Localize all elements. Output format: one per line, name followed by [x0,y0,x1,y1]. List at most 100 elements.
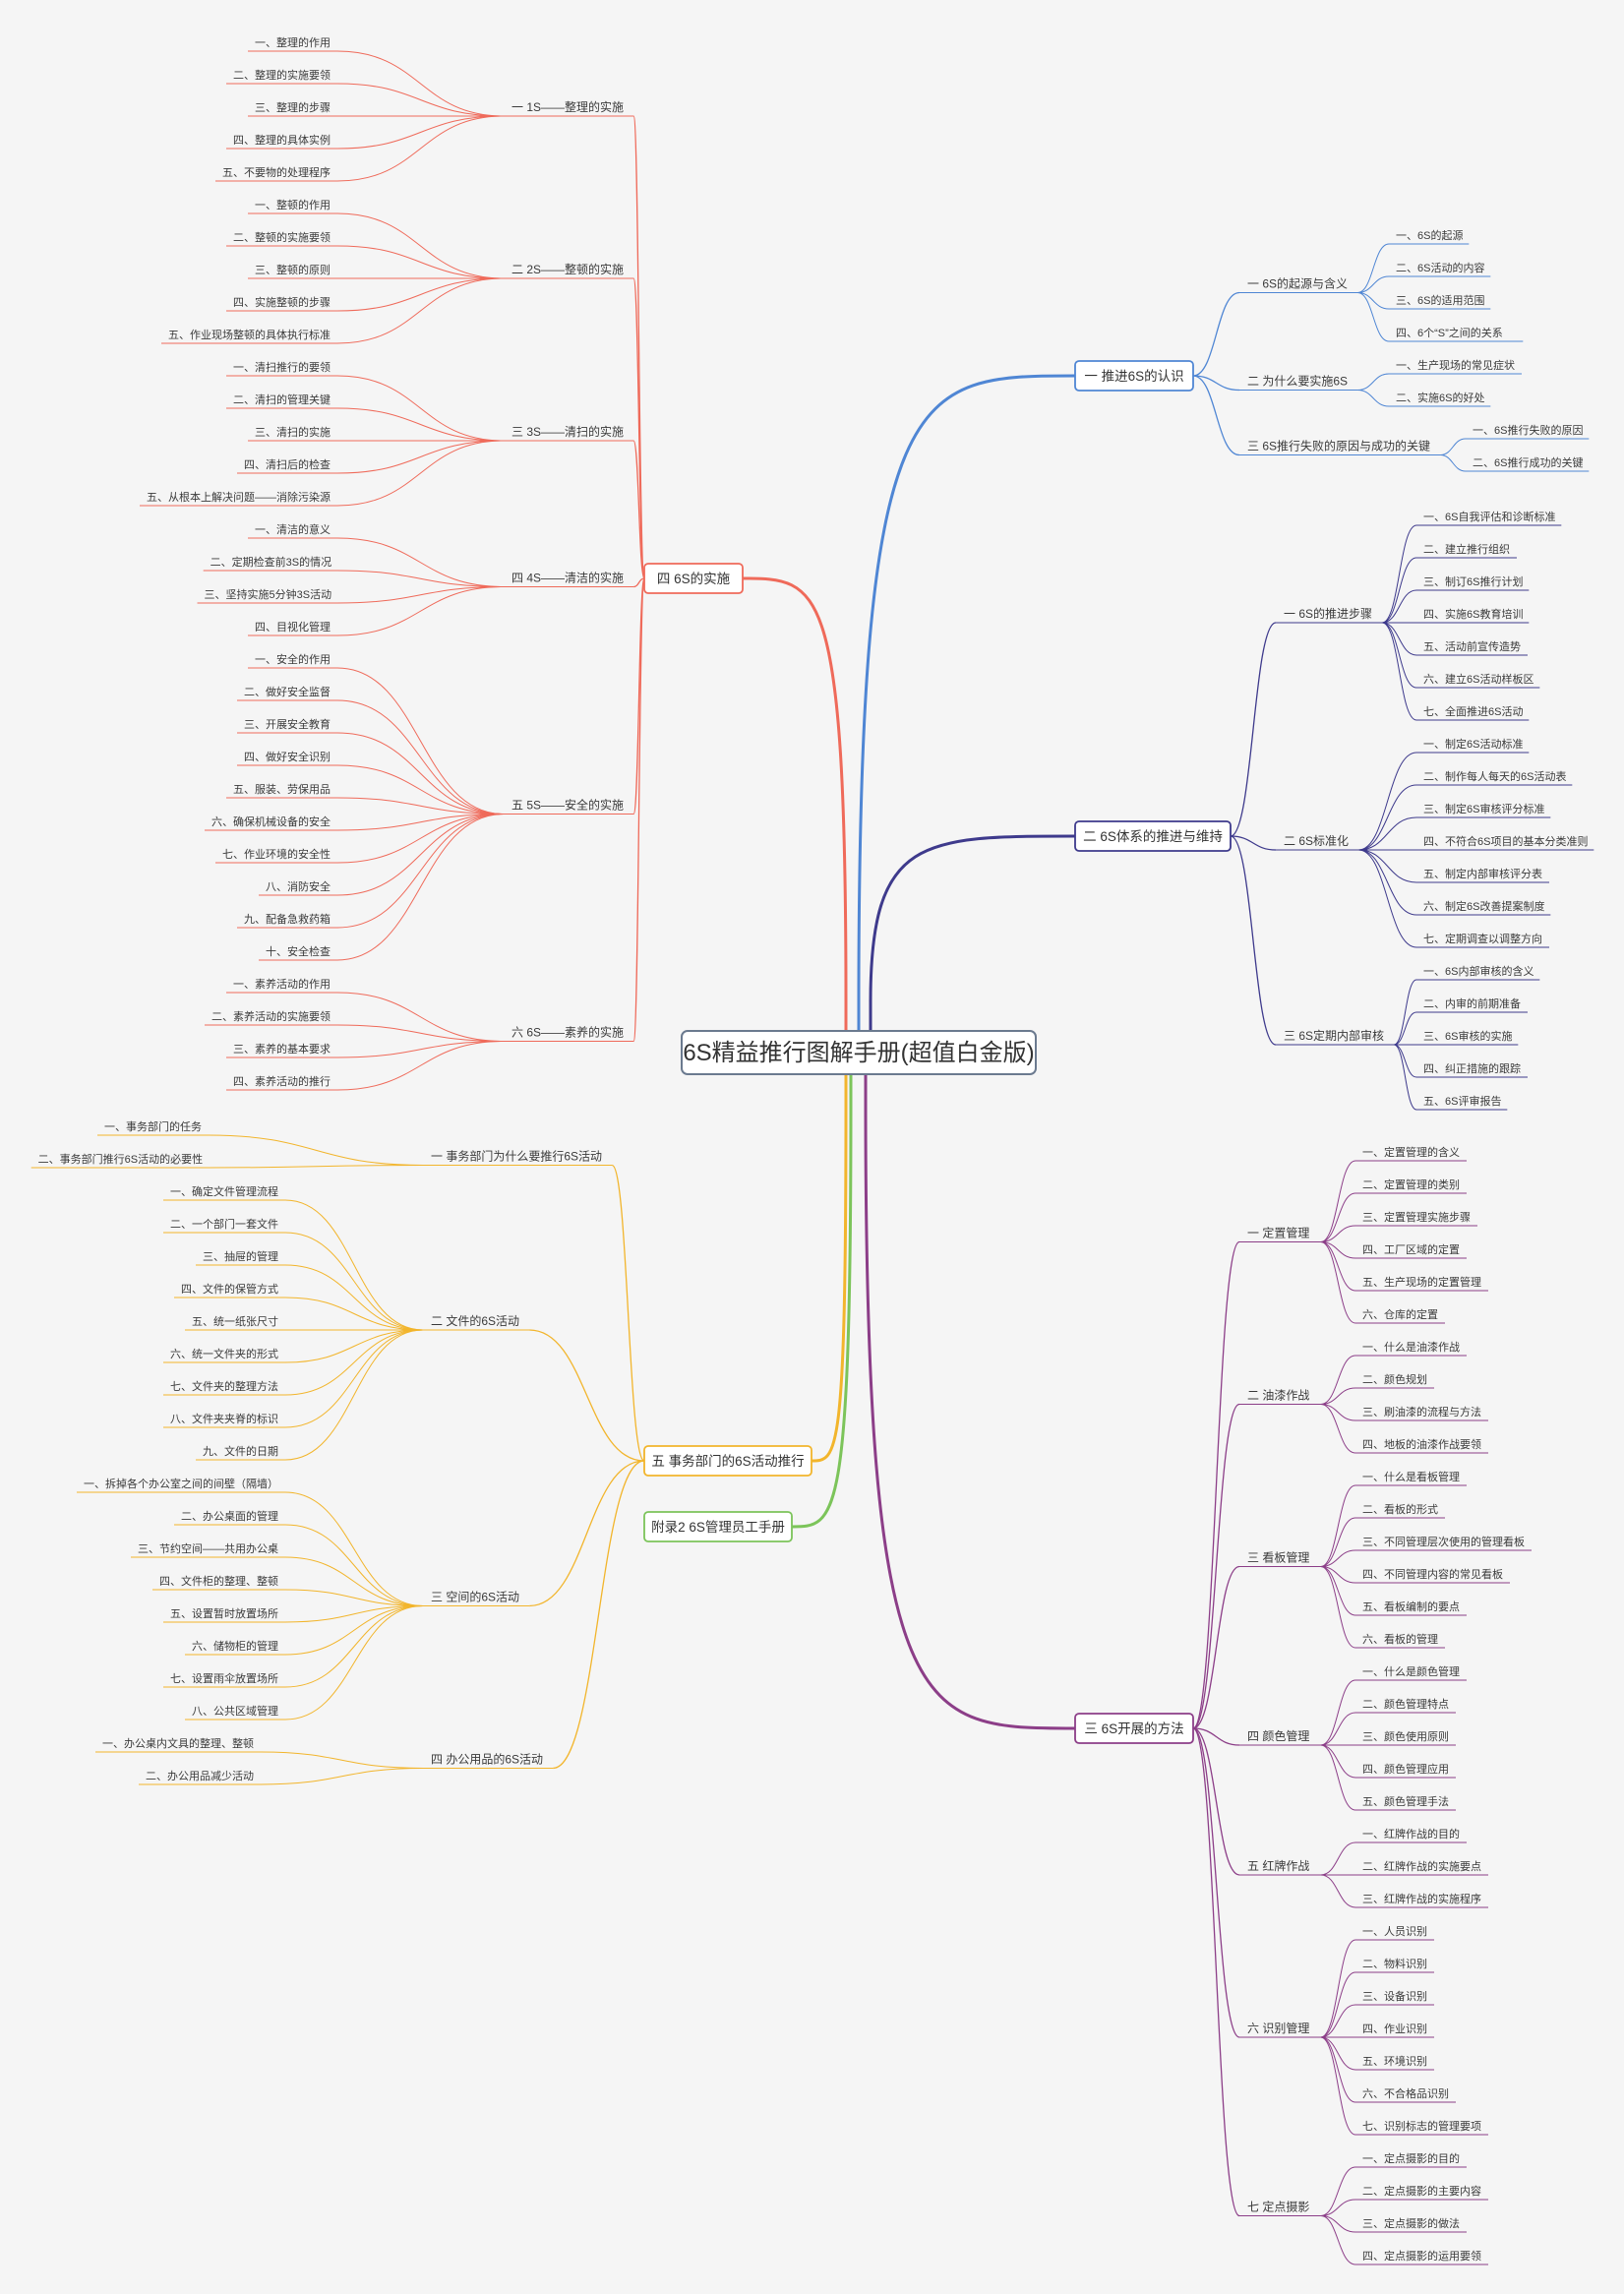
leaf-node-label[interactable]: 一、制定6S活动标准 [1423,737,1523,751]
sub-branch[interactable]: 五 5S——安全的实施 [511,798,624,813]
leaf-node-label[interactable]: 四、不符合6S项目的基本分类准则 [1423,834,1588,848]
leaf-node-label[interactable]: 一、人员识别 [1362,1925,1427,1938]
leaf-node-label[interactable]: 六、制定6S改善提案制度 [1423,899,1544,913]
leaf-node-label[interactable]: 一、6S自我评估和诊断标准 [1423,510,1555,523]
leaf-node-label[interactable]: 二、红牌作战的实施要点 [1362,1859,1481,1873]
sub-branch[interactable]: 四 4S——清洁的实施 [511,571,624,585]
leaf-node-label[interactable]: 四、地板的油漆作战要领 [1362,1437,1481,1451]
leaf-node-label[interactable]: 八、文件夹夹脊的标识 [170,1412,278,1425]
sub-branch[interactable]: 六 6S——素养的实施 [511,1025,624,1040]
sub-branch[interactable]: 三 6S推行失败的原因与成功的关键 [1247,439,1430,453]
leaf-node-label[interactable]: 一、清扫推行的要领 [233,360,331,374]
leaf-node-label[interactable]: 一、事务部门的任务 [104,1119,202,1133]
sub-branch[interactable]: 二 2S——整顿的实施 [511,262,624,276]
leaf-node-label[interactable]: 四、做好安全识别 [244,750,331,763]
leaf-node-label[interactable]: 五、服装、劳保用品 [233,782,331,796]
leaf-node-label[interactable]: 七、识别标志的管理要项 [1362,2119,1481,2133]
leaf-node-label[interactable]: 二、颜色规划 [1362,1372,1427,1386]
leaf-node-label[interactable]: 四、实施6S教育培训 [1423,607,1523,621]
sub-branch[interactable]: 一 定置管理 [1247,1226,1309,1240]
leaf-node-label[interactable]: 三、制订6S推行计划 [1423,574,1523,588]
leaf-node-label[interactable]: 三、抽屉的管理 [203,1249,278,1263]
main-branch-l1[interactable]: 四 6S的实施 [643,563,744,594]
leaf-node-label[interactable]: 一、拆掉各个办公室之间的间壁（隔墙） [84,1477,278,1490]
leaf-node-label[interactable]: 二、实施6S的好处 [1396,391,1484,404]
leaf-node-label[interactable]: 四、清扫后的检查 [244,457,331,471]
leaf-node-label[interactable]: 四、文件柜的整理、整顿 [159,1574,278,1588]
leaf-node-label[interactable]: 五、看板编制的要点 [1362,1600,1460,1613]
leaf-node-label[interactable]: 三、节约空间——共用办公桌 [138,1541,278,1555]
sub-branch[interactable]: 四 颜色管理 [1247,1728,1309,1743]
leaf-node-label[interactable]: 四、纠正措施的跟踪 [1423,1061,1521,1075]
sub-branch[interactable]: 一 事务部门为什么要推行6S活动 [431,1149,602,1164]
leaf-node-label[interactable]: 三、定置管理实施步骤 [1362,1210,1471,1224]
leaf-node-label[interactable]: 二、6S活动的内容 [1396,261,1484,274]
leaf-node-label[interactable]: 一、6S推行失败的原因 [1473,423,1583,437]
leaf-node-label[interactable]: 三、定点摄影的做法 [1362,2216,1460,2230]
leaf-node-label[interactable]: 六、确保机械设备的安全 [211,815,331,828]
leaf-node-label[interactable]: 二、颜色管理特点 [1362,1697,1449,1711]
leaf-node-label[interactable]: 八、公共区域管理 [192,1704,278,1718]
leaf-node-label[interactable]: 四、工厂区域的定置 [1362,1242,1460,1256]
leaf-node-label[interactable]: 四、目视化管理 [255,620,331,634]
leaf-node-label[interactable]: 二、制作每人每天的6S活动表 [1423,769,1566,783]
leaf-node-label[interactable]: 三、制定6S审核评分标准 [1423,802,1544,815]
leaf-node-label[interactable]: 五、设置暂时放置场所 [170,1606,278,1620]
leaf-node-label[interactable]: 四、文件的保管方式 [181,1282,278,1296]
leaf-node-label[interactable]: 二、一个部门一套文件 [170,1217,278,1231]
leaf-node-label[interactable]: 七、文件夹的整理方法 [170,1379,278,1393]
main-branch-l2[interactable]: 五 事务部门的6S活动推行 [643,1445,812,1477]
leaf-node-label[interactable]: 二、办公用品减少活动 [146,1770,254,1782]
leaf-node-label[interactable]: 二、办公桌面的管理 [181,1509,278,1523]
leaf-node-label[interactable]: 七、全面推进6S活动 [1423,704,1523,718]
leaf-node-label[interactable]: 二、物料识别 [1362,1957,1427,1970]
leaf-node-label[interactable]: 五、6S评审报告 [1423,1094,1501,1108]
leaf-node-label[interactable]: 一、什么是颜色管理 [1362,1664,1460,1678]
leaf-node-label[interactable]: 二、做好安全监督 [244,685,331,698]
leaf-node-label[interactable]: 五、不要物的处理程序 [222,165,331,179]
leaf-node-label[interactable]: 五、生产现场的定置管理 [1362,1275,1481,1289]
leaf-node-label[interactable]: 十、安全检查 [266,944,331,958]
leaf-node-label[interactable]: 三、整理的步骤 [255,100,331,114]
leaf-node-label[interactable]: 四、定点摄影的运用要领 [1362,2249,1481,2263]
leaf-node-label[interactable]: 一、6S的起源 [1396,228,1463,242]
leaf-node-label[interactable]: 六、统一文件夹的形式 [170,1347,278,1360]
leaf-node-label[interactable]: 三、素养的基本要求 [233,1042,331,1056]
sub-branch[interactable]: 一 1S——整理的实施 [511,99,624,114]
leaf-node-label[interactable]: 一、素养活动的作用 [233,977,331,991]
leaf-node-label[interactable]: 三、不同管理层次使用的管理看板 [1362,1535,1525,1548]
sub-branch[interactable]: 二 文件的6S活动 [431,1313,519,1328]
sub-branch[interactable]: 五 红牌作战 [1247,1858,1309,1873]
leaf-node-label[interactable]: 二、建立推行组织 [1423,542,1510,556]
leaf-node-label[interactable]: 四、整理的具体实例 [233,133,331,147]
sub-branch[interactable]: 三 3S——清扫的实施 [511,424,624,439]
leaf-node-label[interactable]: 二、定期检查前3S的情况 [211,555,331,569]
leaf-node-label[interactable]: 二、素养活动的实施要领 [211,1009,331,1023]
leaf-node-label[interactable]: 三、刷油漆的流程与方法 [1362,1405,1481,1419]
leaf-node-label[interactable]: 四、颜色管理应用 [1362,1762,1449,1776]
sub-branch[interactable]: 一 6S的起源与含义 [1247,276,1348,291]
leaf-node-label[interactable]: 二、定点摄影的主要内容 [1362,2184,1481,2198]
root-node[interactable]: 6S精益推行图解手册(超值白金版) [681,1030,1037,1075]
leaf-node-label[interactable]: 二、看板的形式 [1362,1502,1438,1516]
leaf-node-label[interactable]: 五、活动前宣传造势 [1423,639,1521,653]
leaf-node-label[interactable]: 九、文件的日期 [203,1444,278,1458]
leaf-node-label[interactable]: 六、不合格品识别 [1362,2086,1449,2100]
leaf-node-label[interactable]: 三、6S审核的实施 [1423,1029,1512,1043]
leaf-node-label[interactable]: 一、清洁的意义 [255,522,331,536]
leaf-node-label[interactable]: 七、作业环境的安全性 [222,847,331,861]
leaf-node-label[interactable]: 三、坚持实施5分钟3S活动 [205,587,332,601]
leaf-node-label[interactable]: 五、颜色管理手法 [1362,1794,1449,1808]
leaf-node-label[interactable]: 三、清扫的实施 [255,425,331,439]
leaf-node-label[interactable]: 二、整理的实施要领 [233,68,331,82]
leaf-node-label[interactable]: 三、开展安全教育 [244,717,331,731]
leaf-node-label[interactable]: 三、整顿的原则 [255,263,331,276]
leaf-node-label[interactable]: 四、6个“S”之间的关系 [1396,326,1503,339]
leaf-node-label[interactable]: 一、整顿的作用 [255,198,331,211]
leaf-node-label[interactable]: 一、确定文件管理流程 [170,1184,278,1198]
sub-branch[interactable]: 二 6S标准化 [1284,834,1349,848]
leaf-node-label[interactable]: 四、素养活动的推行 [233,1074,331,1088]
leaf-node-label[interactable]: 五、从根本上解决问题——消除污染源 [147,490,331,504]
leaf-node-label[interactable]: 六、建立6S活动样板区 [1423,672,1534,686]
leaf-node-label[interactable]: 六、仓库的定置 [1362,1307,1438,1321]
